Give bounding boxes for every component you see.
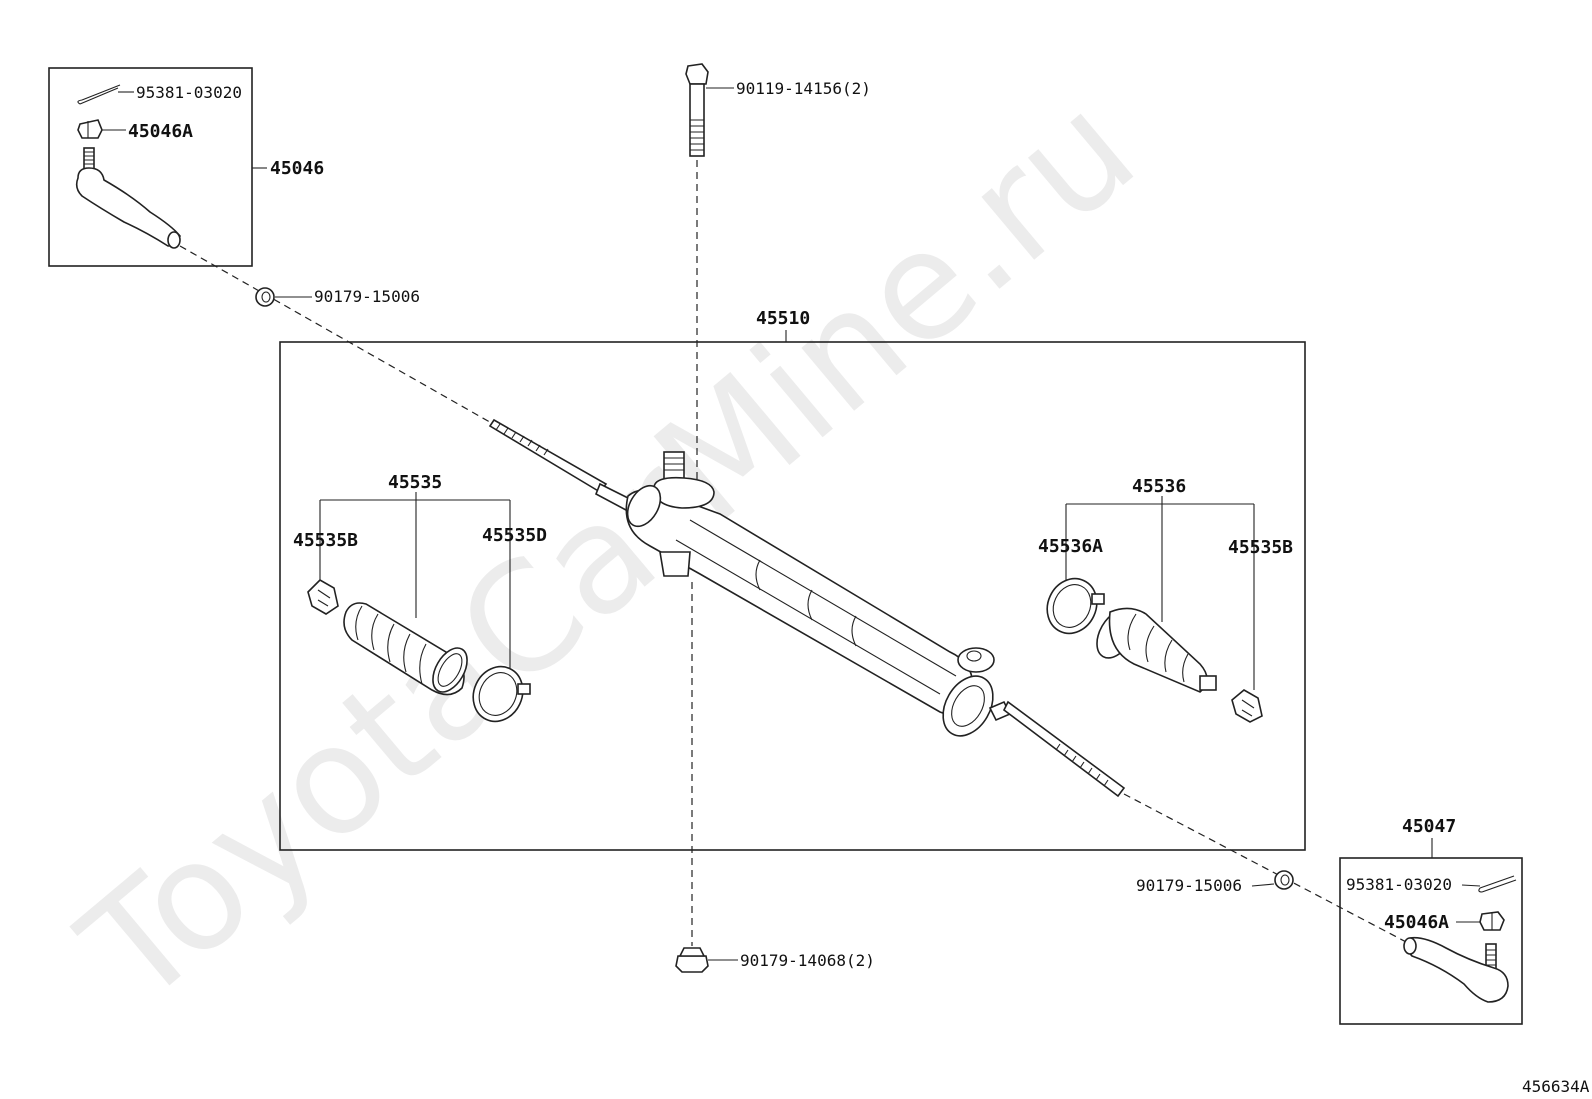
label-boot-set-right[interactable]: 45536 — [1132, 476, 1186, 497]
label-nut-right[interactable]: 45046A — [1384, 912, 1449, 933]
label-nut-left[interactable]: 45046A — [128, 121, 193, 142]
label-rack-assembly[interactable]: 45510 — [756, 308, 810, 329]
label-clamp-right[interactable]: 45536A — [1038, 536, 1103, 557]
label-clip-right[interactable]: 45535B — [1228, 537, 1293, 558]
label-clip-left[interactable]: 45535B — [293, 530, 358, 551]
boot-right-icon[interactable] — [1089, 603, 1217, 693]
grommet-left-icon[interactable] — [255, 287, 275, 307]
label-group-right[interactable]: 45047 — [1402, 816, 1456, 837]
cotter-pin-right-icon[interactable] — [1478, 875, 1517, 893]
tie-rod-end-right-icon[interactable] — [1403, 936, 1509, 1003]
clamp-left-icon[interactable] — [464, 658, 531, 729]
steering-rack-icon[interactable] — [488, 418, 1126, 798]
cotter-pin-left-icon[interactable] — [77, 84, 121, 105]
group-box-right — [1339, 857, 1523, 1025]
label-nut-bottom[interactable]: 90179-14068(2) — [740, 951, 875, 970]
label-cotter-pin-right[interactable]: 95381-03020 — [1346, 875, 1452, 894]
nut-bottom-icon[interactable] — [675, 947, 709, 973]
guide-line-right — [1123, 793, 1411, 945]
clip-left-icon[interactable] — [307, 579, 339, 615]
watermark: ToyotaCarMine.ru — [51, 62, 1167, 1038]
guide-line-left — [179, 245, 496, 426]
label-cotter-pin-left[interactable]: 95381-03020 — [136, 83, 242, 102]
clamp-right-icon[interactable] — [1038, 570, 1105, 641]
group-box-left — [48, 67, 253, 267]
label-grommet-right[interactable]: 90179-15006 — [1136, 876, 1242, 895]
boot-left-icon[interactable] — [343, 602, 474, 698]
label-boot-set-left[interactable]: 45535 — [388, 472, 442, 493]
label-bolt-top[interactable]: 90119-14156(2) — [736, 79, 871, 98]
nut-left-icon[interactable] — [77, 119, 103, 139]
clip-right-icon[interactable] — [1231, 689, 1263, 723]
group-box-rack — [279, 341, 1306, 851]
figure-id: 456634A — [1522, 1077, 1590, 1096]
tie-rod-end-left-icon[interactable] — [75, 147, 181, 249]
label-group-left[interactable]: 45046 — [270, 158, 324, 179]
label-clamp-left[interactable]: 45535D — [482, 525, 547, 546]
bolt-top-icon[interactable] — [685, 63, 709, 157]
nut-right-icon[interactable] — [1479, 911, 1505, 931]
grommet-right-icon[interactable] — [1274, 870, 1294, 890]
label-grommet-left[interactable]: 90179-15006 — [314, 287, 420, 306]
